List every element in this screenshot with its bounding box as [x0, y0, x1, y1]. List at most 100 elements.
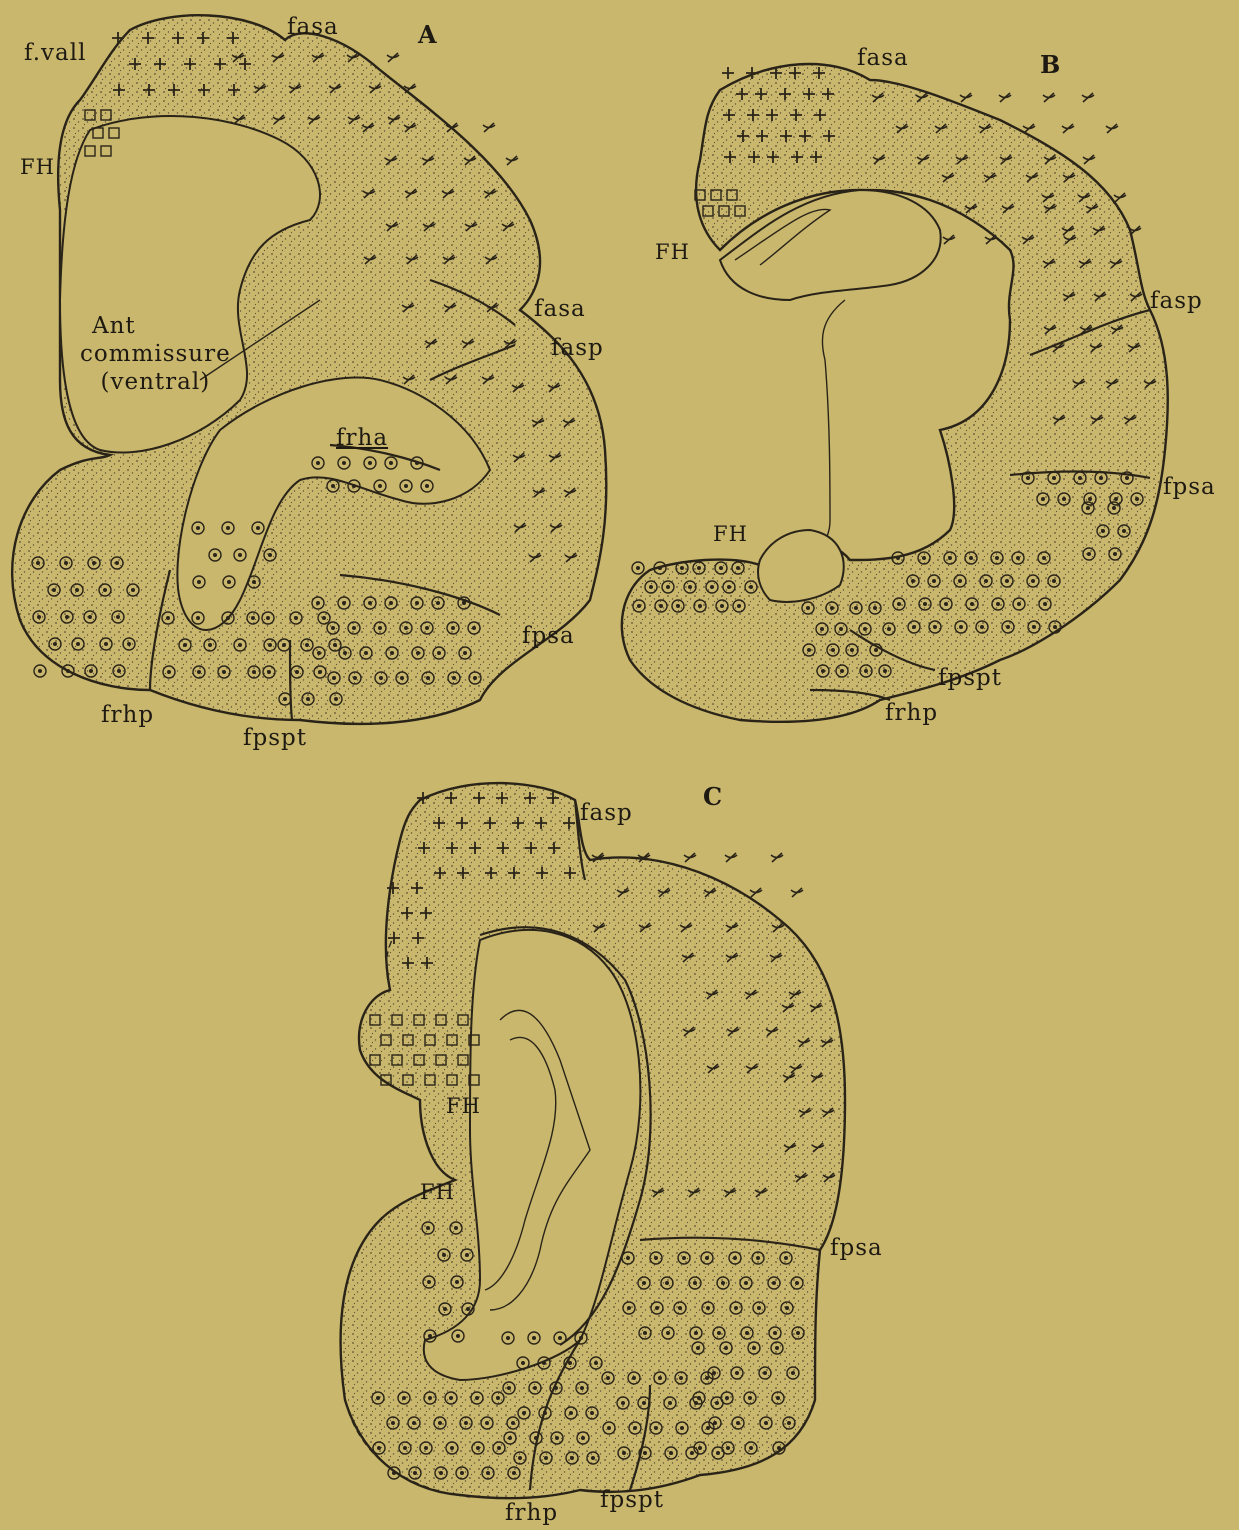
- circle-mark-center: [680, 566, 684, 570]
- label-c-fasp: fasp: [580, 800, 633, 826]
- circle-mark-center: [735, 1371, 739, 1375]
- circle-mark-center: [1087, 552, 1091, 556]
- cross-mark: [1062, 124, 1074, 133]
- label-b-fh-top: FH: [655, 240, 690, 264]
- circle-mark-center: [368, 601, 372, 605]
- circle-mark-center: [534, 1436, 538, 1440]
- circle-mark-center: [717, 1331, 721, 1335]
- circle-mark-center: [682, 1256, 686, 1260]
- circle-mark-center: [679, 1376, 683, 1380]
- circle-mark-center: [694, 1331, 698, 1335]
- circle-mark-center: [831, 648, 835, 652]
- label-a-ant-line2: commissure: [80, 340, 231, 368]
- circle-mark-center: [428, 1334, 432, 1338]
- circle-mark-center: [412, 1421, 416, 1425]
- circle-mark-center: [697, 566, 701, 570]
- circle-mark-center: [1005, 579, 1009, 583]
- label-c-frhp: frhp: [505, 1500, 558, 1526]
- circle-mark-center: [734, 1306, 738, 1310]
- label-c-fh-top: FH: [446, 1094, 481, 1118]
- circle-mark-center: [555, 1436, 559, 1440]
- label-a-f-vall: f.vall: [24, 40, 86, 66]
- circle-mark-center: [89, 669, 93, 673]
- circle-mark-center: [706, 1306, 710, 1310]
- circle-mark-center: [864, 669, 868, 673]
- circle-mark-center: [632, 1376, 636, 1380]
- circle-mark-center: [665, 1281, 669, 1285]
- circle-mark-center: [1078, 476, 1082, 480]
- cross-mark: [387, 53, 399, 62]
- circle-mark-center: [1032, 625, 1036, 629]
- circle-mark-center: [745, 1331, 749, 1335]
- label-a-frhp: frhp: [101, 702, 154, 728]
- circle-mark-center: [733, 1256, 737, 1260]
- label-a-fasa-mid: fasa: [534, 296, 586, 322]
- circle-mark-center: [416, 651, 420, 655]
- circle-mark-center: [377, 1446, 381, 1450]
- circle-mark-center: [53, 642, 57, 646]
- label-b-fasp: fasp: [1150, 288, 1203, 314]
- circle-mark-center: [658, 566, 662, 570]
- circle-mark-center: [403, 1446, 407, 1450]
- circle-mark-center: [425, 626, 429, 630]
- circle-mark-center: [38, 669, 42, 673]
- label-b-fh-bottom: FH: [713, 522, 748, 546]
- circle-mark-center: [460, 1471, 464, 1475]
- circle-mark-center: [911, 579, 915, 583]
- circle-mark-center: [980, 625, 984, 629]
- circle-mark-center: [426, 1226, 430, 1230]
- circle-mark-center: [316, 461, 320, 465]
- circle-mark-center: [439, 1471, 443, 1475]
- circle-mark-center: [777, 1446, 781, 1450]
- circle-mark-center: [626, 1256, 630, 1260]
- circle-mark-center: [705, 1376, 709, 1380]
- label-c-fh-left: FH: [420, 1180, 455, 1204]
- circle-mark-center: [715, 1401, 719, 1405]
- circle-mark-center: [455, 1280, 459, 1284]
- label-a-fasa-top: fasa: [287, 14, 339, 40]
- circle-mark-center: [543, 1411, 547, 1415]
- circle-mark-center: [1041, 497, 1045, 501]
- circle-mark-center: [591, 1456, 595, 1460]
- circle-mark-center: [512, 1471, 516, 1475]
- circle-mark-center: [726, 1446, 730, 1450]
- circle-mark-center: [775, 1346, 779, 1350]
- circle-mark-center: [756, 1256, 760, 1260]
- panel-letter-b: B: [1040, 50, 1060, 79]
- circle-mark-center: [655, 1306, 659, 1310]
- circle-mark-center: [252, 670, 256, 674]
- circle-mark-center: [633, 1426, 637, 1430]
- circle-mark-center: [486, 1471, 490, 1475]
- circle-mark-center: [821, 669, 825, 673]
- circle-mark-center: [984, 579, 988, 583]
- circle-mark-center: [317, 651, 321, 655]
- circle-mark-center: [92, 561, 96, 565]
- circle-mark-center: [1113, 552, 1117, 556]
- circle-mark-center: [643, 1331, 647, 1335]
- cross-mark: [725, 853, 737, 862]
- circle-mark-center: [533, 1386, 537, 1390]
- circle-mark-center: [1052, 476, 1056, 480]
- cross-mark: [999, 93, 1011, 102]
- circle-mark-center: [654, 1256, 658, 1260]
- circle-mark-center: [690, 1451, 694, 1455]
- circle-mark-center: [472, 626, 476, 630]
- circle-mark-center: [392, 1471, 396, 1475]
- circle-mark-center: [727, 585, 731, 589]
- circle-mark-center: [658, 1376, 662, 1380]
- circle-mark-center: [544, 1456, 548, 1460]
- circle-mark-center: [66, 669, 70, 673]
- circle-mark-center: [115, 561, 119, 565]
- circle-mark-center: [806, 606, 810, 610]
- circle-mark-center: [425, 484, 429, 488]
- circle-mark-center: [183, 643, 187, 647]
- circle-mark-center: [1006, 625, 1010, 629]
- circle-mark-center: [117, 669, 121, 673]
- section-c: [341, 783, 845, 1498]
- circle-mark-center: [948, 556, 952, 560]
- cross-mark: [506, 156, 518, 165]
- circle-mark-center: [443, 1307, 447, 1311]
- circle-mark-center: [318, 670, 322, 674]
- circle-mark-center: [475, 1396, 479, 1400]
